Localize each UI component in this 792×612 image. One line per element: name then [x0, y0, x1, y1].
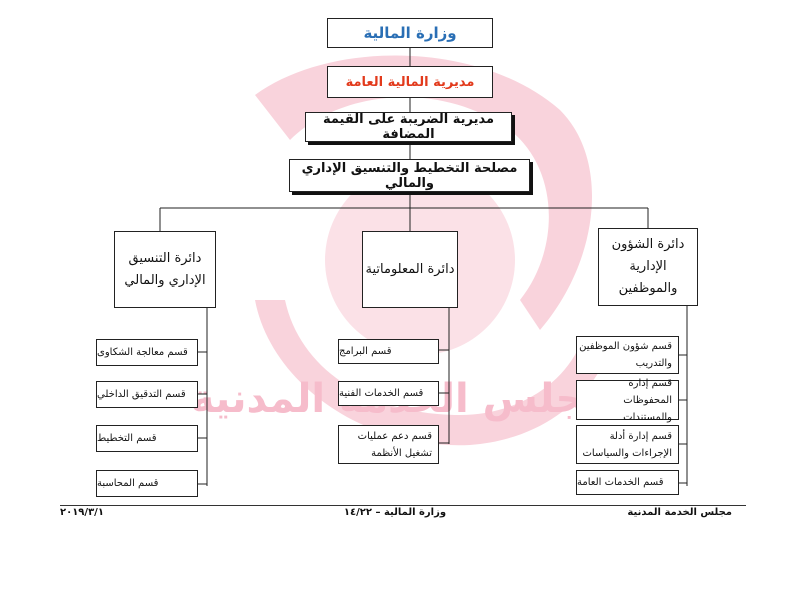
division-admin-box: دائرة الشؤون الإدارية والموظفين	[598, 228, 698, 306]
planning-service-box: مصلحة التخطيط والتنسيق الإداري والمالي	[289, 159, 530, 192]
coord-section-4: قسم المحاسبة	[96, 470, 198, 497]
ministry-label: وزارة المالية	[363, 24, 457, 42]
vat-directorate-label: مديرية الضريبة على القيمة المضافة	[322, 112, 495, 142]
admin-section-1: قسم شؤون الموظفين والتدريب	[576, 336, 679, 374]
general-directorate-label: مديرية المالية العامة	[345, 74, 475, 90]
footer-divider	[60, 505, 746, 506]
info-section-3: قسم دعم عمليات تشغيل الأنظمة	[338, 425, 439, 464]
coord-section-3: قسم التخطيط	[96, 425, 198, 452]
vat-directorate-box: مديرية الضريبة على القيمة المضافة	[305, 112, 512, 142]
info-section-2: قسم الخدمات الفنية	[338, 381, 439, 406]
admin-section-3: قسم إدارة أدلة الإجراءات والسياسات	[576, 425, 679, 464]
footer-left-date: ٢٠١٩/٣/١	[60, 507, 104, 518]
admin-section-4: قسم الخدمات العامة	[576, 470, 679, 495]
division-coord-label: دائرة التنسيق الإداري والمالي	[124, 250, 206, 288]
division-info-box: دائرة المعلوماتية	[362, 231, 458, 308]
admin-section-2: قسم إدارة المحفوظات والمستندات	[576, 378, 679, 423]
footer-right-text: مجلس الخدمة المدنية	[627, 507, 732, 518]
general-directorate-box: مديرية المالية العامة	[327, 66, 493, 98]
info-section-1: قسم البرامج	[338, 339, 439, 364]
planning-service-label: مصلحة التخطيط والتنسيق الإداري والمالي	[301, 160, 518, 191]
coord-section-1: قسم معالجة الشكاوى	[96, 339, 198, 366]
division-info-label: دائرة المعلوماتية	[365, 261, 455, 277]
ministry-box: وزارة المالية	[327, 18, 493, 48]
division-coord-box: دائرة التنسيق الإداري والمالي	[114, 231, 216, 308]
footer-center-text: وزارة المالية – ١٤/٢٢	[343, 507, 447, 518]
division-admin-label: دائرة الشؤون الإدارية والموظفين	[611, 237, 685, 296]
coord-section-2: قسم التدقيق الداخلي	[96, 381, 198, 408]
